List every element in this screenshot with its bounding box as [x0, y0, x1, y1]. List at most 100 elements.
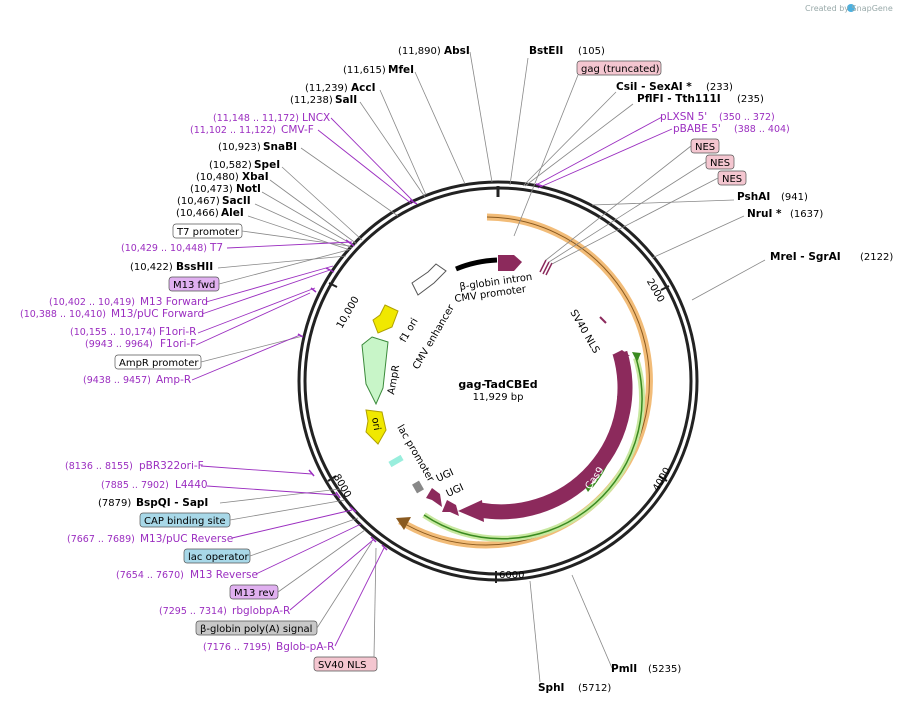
primer-m13-forward[interactable]: M13 Forward: [140, 296, 208, 308]
enzyme-pos-csii: (233): [706, 82, 733, 93]
enzyme-mfei[interactable]: MfeI: [388, 64, 414, 76]
enzyme-nrui[interactable]: NruI *: [747, 208, 782, 220]
ugi-feature-1[interactable]: [426, 488, 442, 507]
tick-8000: [327, 475, 337, 482]
box-nes-1[interactable]: NES: [690, 138, 720, 154]
nes-leaders: [545, 145, 719, 265]
box-gag[interactable]: gag (truncated): [576, 60, 662, 76]
cap-leader: [229, 499, 346, 521]
backbone-outer: [297, 180, 699, 582]
enzyme-pos-pshai: (941): [781, 192, 808, 203]
gag-leader: [513, 74, 579, 237]
primer-pbabe-5[interactable]: pBABE 5': [673, 123, 721, 135]
enzyme-pos-absi: (11,890): [398, 46, 441, 57]
enzyme-pflfi[interactable]: PflFI - Tth111I: [637, 93, 721, 105]
enzyme-csii[interactable]: CsiI - SexAI *: [616, 81, 692, 93]
primer-t7[interactable]: T7: [209, 242, 223, 254]
enzyme-pos-nrui: (1637): [790, 209, 823, 220]
lac-promoter-label: lac promoter: [394, 423, 436, 485]
primer-pos-pbr322ori-f: (8136 .. 8155): [65, 461, 133, 472]
cmv-enhancer-feature[interactable]: [411, 263, 447, 296]
enzyme-pshai[interactable]: PshAI: [737, 191, 770, 203]
m13-rev-leader: [277, 529, 366, 593]
sv40-nls-inner-label: SV40 NLS: [567, 308, 601, 356]
box-ampr-promoter[interactable]: AmpR promoter: [114, 354, 202, 370]
primer-pos-plxsn-5: (350 .. 372): [719, 112, 775, 123]
enzyme-bsteii[interactable]: BstEII: [529, 45, 563, 57]
primer-f1ori-r[interactable]: F1ori-R: [159, 326, 196, 338]
enzyme-absi[interactable]: AbsI: [444, 45, 470, 57]
enzyme-noti[interactable]: NotI: [236, 183, 261, 195]
box-beta-globin-pa[interactable]: β-globin poly(A) signal: [195, 620, 318, 636]
box-nes-3[interactable]: NES: [717, 170, 747, 186]
enzyme-pos-bspqi: (7879): [98, 498, 131, 509]
enzyme-sphi[interactable]: SphI: [538, 682, 564, 694]
enzyme-alei[interactable]: AleI: [221, 207, 244, 219]
primer-rbglobpa-r[interactable]: rbglobpA-R: [232, 605, 290, 617]
enzyme-lines-right: [509, 57, 766, 683]
primer-m13-reverse[interactable]: M13 Reverse: [190, 569, 258, 581]
enzyme-pmli[interactable]: PmlI: [611, 663, 637, 675]
snapgene-watermark: Created by SnapGene: [805, 4, 893, 13]
box-sv40-nls[interactable]: SV40 NLS: [313, 656, 378, 672]
lac-grey-mark: [412, 480, 424, 494]
box-m13-rev-label: M13 rev: [234, 588, 275, 599]
f1-ori-feature[interactable]: [372, 304, 399, 334]
enzyme-pos-pflfi: (235): [737, 94, 764, 105]
primer-l4440[interactable]: L4440: [175, 479, 208, 491]
primer-m13-puc-reverse[interactable]: M13/pUC Reverse: [140, 533, 233, 545]
primer-m13-puc-forward[interactable]: M13/pUC Forward: [111, 308, 204, 320]
enzyme-pos-mfei: (11,615): [343, 65, 386, 76]
enzyme-pos-bsshii: (10,422): [130, 262, 173, 273]
enzyme-spei[interactable]: SpeI: [254, 159, 280, 171]
primer-plxsn-5[interactable]: pLXSN 5': [660, 111, 707, 123]
primer-lncx[interactable]: LNCX: [302, 112, 330, 124]
primer-pos-f1ori-r: (10,155 .. 10,174): [70, 327, 156, 338]
box-cap-binding-site[interactable]: CAP binding site: [139, 512, 231, 528]
primer-pos-lncx: (11,148 .. 11,172): [213, 113, 299, 124]
box-m13-fwd[interactable]: M13 fwd: [168, 276, 220, 292]
ampr-feature[interactable]: [361, 336, 389, 406]
ugi-label-1: UGI: [435, 467, 456, 485]
enzyme-bspqi[interactable]: BspQI - SapI: [136, 497, 208, 509]
primer-pos-m13-reverse: (7654 .. 7670): [116, 570, 184, 581]
enzyme-bsshii[interactable]: BssHII: [176, 261, 213, 273]
betaglobin-arrow[interactable]: [498, 255, 522, 271]
primer-bglob-pa-r[interactable]: Bglob-pA-R: [276, 641, 334, 653]
tick-2000: [660, 285, 670, 291]
ori-feature[interactable]: [365, 409, 387, 445]
sv40-nls-leader: [373, 547, 377, 658]
box-m13-fwd-label: M13 fwd: [173, 280, 215, 291]
enzyme-sacii[interactable]: SacII: [222, 195, 251, 207]
primer-amp-r[interactable]: Amp-R: [156, 374, 191, 386]
box-nes-2[interactable]: NES: [705, 154, 735, 170]
enzyme-pos-pmli: (5235): [648, 664, 681, 675]
primer-pos-bglob-pa-r: (7176 .. 7195): [203, 642, 271, 653]
tick-4000: [658, 475, 668, 482]
box-t7-promoter-label: T7 promoter: [176, 227, 240, 238]
primer-pos-f1ori-f: (9943 .. 9964): [85, 339, 153, 350]
box-lac-operator[interactable]: lac operator: [183, 548, 251, 564]
box-t7-promoter[interactable]: T7 promoter: [172, 223, 243, 239]
enzyme-sali[interactable]: SalI: [335, 94, 357, 106]
enzyme-pos-mrei: (2122): [860, 252, 893, 263]
primer-pos-m13-forward: (10,402 .. 10,419): [49, 297, 135, 308]
tick-label-10000: 10,000: [335, 295, 362, 331]
cas9-feature[interactable]: [478, 350, 633, 520]
beta-globin-pa-leader: [316, 541, 373, 629]
primer-cmv-f[interactable]: CMV-F: [281, 124, 314, 136]
ugi-feature-2[interactable]: [442, 500, 459, 516]
primer-f1ori-f[interactable]: F1ori-F: [160, 338, 196, 350]
enzyme-snabi[interactable]: SnaBI: [263, 141, 297, 153]
ampr-label: AmpR: [386, 364, 402, 395]
ugi-label-2: UGI: [445, 482, 466, 500]
plasmid-name: gag-TadCBEd: [458, 378, 537, 391]
enzyme-xbai[interactable]: XbaI: [242, 171, 269, 183]
primer-pbr322ori-f[interactable]: pBR322ori-F: [139, 460, 204, 472]
enzyme-pos-spei: (10,582): [209, 160, 252, 171]
enzyme-pos-sali: (11,238): [290, 95, 333, 106]
t7-promoter-leader: [241, 230, 351, 247]
enzyme-acci[interactable]: AccI: [351, 82, 375, 94]
enzyme-mrei[interactable]: MreI - SgrAI: [770, 251, 841, 263]
box-m13-rev[interactable]: M13 rev: [229, 584, 279, 600]
